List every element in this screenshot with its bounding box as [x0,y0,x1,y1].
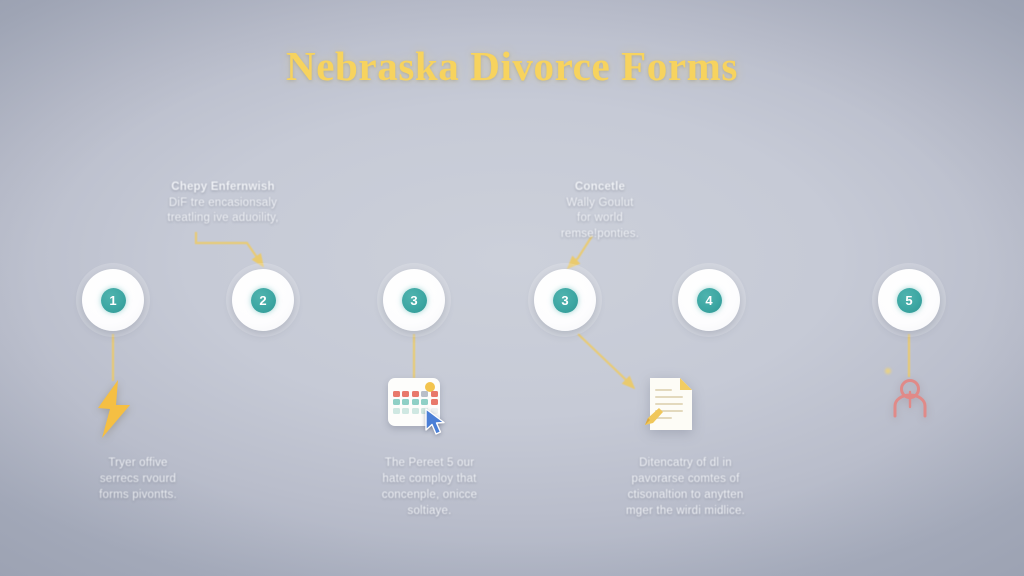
document-icon [645,376,694,432]
callout-bottom-center-line-4: soltiaye. [407,505,452,517]
pencil-icon [645,408,663,425]
callout-top-left-heading: Chepy Enfernwish [171,181,275,193]
callout-top-right-heading: Concetle [574,181,626,193]
timeline-node-3-label: 3 [401,287,427,313]
mouse-cursor-icon [425,408,445,435]
callout-bottom-right-line-1: Ditencatry of dl in [639,457,732,469]
callout-top-left-line-1: DiF tre encasionsaly [168,196,278,209]
lightning-bolt-icon [88,378,140,445]
callout-bottom-right-line-2: pavorarse comtes of [631,473,740,485]
document-text-lines [655,389,683,424]
timeline-node-3[interactable]: 3 [383,269,445,331]
user-profile-icon [885,368,930,423]
callout-bottom-center-line-2: hate comploy that [382,473,477,485]
callout-top-right: Concetle Wally Goulut for world remse!po… [520,180,680,242]
sparkle-dot [885,368,891,374]
timeline-node-6-label: 5 [896,287,922,313]
calendar-grid [393,391,438,414]
callout-bottom-right-line-3: ctisonaltion to anytten [627,489,744,501]
callout-bottom-center-line-3: concenple, onicce [381,489,478,501]
timeline-node-2-label: 2 [250,287,276,313]
callout-top-right-line-3: remse!ponties. [560,227,640,240]
timeline-node-4-label: 3 [552,287,578,313]
callout-bottom-center-line-1: The Pereet 5 our [384,457,475,469]
callout-bottom-left: Tryer offive serrecs rvourd forms pivont… [48,455,228,503]
callout-bottom-left-line-3: forms pivontts. [99,489,177,501]
callout-top-left: Chepy Enfernwish DiF tre encasionsaly tr… [118,180,328,227]
timeline-node-5[interactable]: 4 [678,269,740,331]
callout-top-left-line-2: treatling ive aduoility, [167,212,279,224]
timeline-node-1[interactable]: 1 [82,269,144,331]
callout-bottom-right: Ditencatry of dl in pavorarse comtes of … [588,455,783,519]
timeline-node-2[interactable]: 2 [232,269,294,331]
timeline-node-6[interactable]: 5 [878,269,940,331]
callout-bottom-left-line-1: Tryer offive [108,457,168,469]
callout-bottom-center: The Pereet 5 our hate comploy that conce… [337,455,522,519]
calendar-icon [388,378,445,435]
timeline-node-1-label: 1 [100,287,126,313]
page-title: Nebraska Divorce Forms [286,43,738,89]
calendar-badge-dot [425,382,435,392]
callout-bottom-left-line-2: serrecs rvourd [99,473,177,485]
callout-bottom-right-line-4: mger the wirdi midlice. [626,505,745,517]
callout-top-right-line-1: Wally Goulut [566,196,634,209]
timeline-node-5-label: 4 [696,287,722,313]
timeline-node-4[interactable]: 3 [534,269,596,331]
callout-top-right-line-2: for world [577,212,623,224]
